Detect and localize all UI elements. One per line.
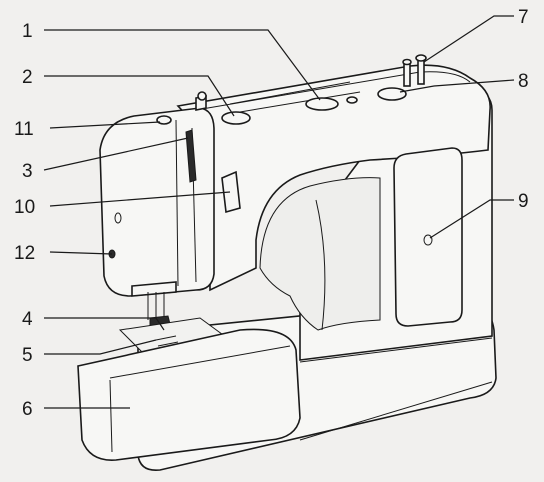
light-window-screw [423,234,433,246]
dial-1 [305,97,339,111]
leader-1 [44,29,321,101]
reverse-lever [221,170,241,214]
head-screw [114,212,122,224]
callout-6: 6 [22,399,33,420]
machine-head [99,107,215,297]
callout-leaders [43,15,515,409]
callout-2: 2 [22,67,33,88]
leader-7 [423,15,514,63]
callout-4: 4 [22,309,33,330]
callout-labels: 1 2 3 4 5 6 7 8 9 10 11 12 [14,7,529,420]
needle-assembly [131,281,177,327]
small-knob [346,96,358,104]
knob-11 [156,115,172,125]
leader-11 [49,121,161,129]
callout-10: 10 [14,197,35,218]
callout-5: 5 [22,345,33,366]
light-window [393,147,463,327]
callout-1: 1 [22,21,33,42]
leader-10 [49,191,231,207]
leader-12 [49,251,113,255]
leader-5 [44,339,157,355]
callout-11: 11 [14,119,34,140]
machine-arch-opening [259,177,381,331]
callout-7: 7 [518,7,529,28]
leader-3 [43,137,189,171]
leader-8 [399,79,515,93]
leader-9 [429,199,514,239]
spool-pins [402,54,427,87]
take-up-lever [185,129,197,183]
extension-table [77,328,301,461]
dial-2 [221,111,251,125]
dial-8 [377,87,407,101]
callout-8: 8 [518,71,529,92]
leader-2 [44,75,235,117]
callout-9: 9 [518,191,529,212]
sewing-machine-illustration [77,54,497,472]
callout-12: 12 [14,243,35,264]
callout-3: 3 [22,161,33,182]
leader-4 [44,317,165,331]
